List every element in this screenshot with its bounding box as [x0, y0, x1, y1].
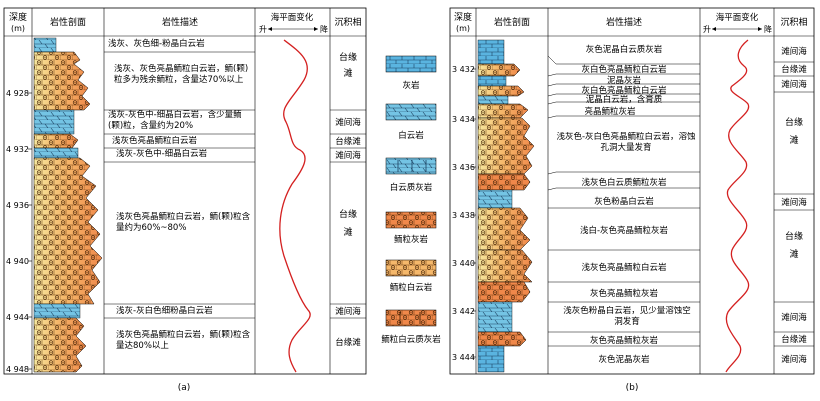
panel-b-header-fall: 降	[764, 24, 772, 34]
panel-a-facies: 台缘滩	[338, 210, 357, 238]
panel-a-depth-axis: 4 928 4 932 4 936 4 940 4 944 4 948	[6, 89, 32, 374]
panel-b-header-profile: 岩性剖面	[494, 16, 530, 28]
legend-label: 鲕粒白云岩	[390, 282, 433, 293]
panel-a-facies: 台缘滩	[335, 136, 361, 147]
panel-a-desc: 浅灰-灰白色细粉晶白云岩	[116, 306, 213, 316]
panel-b-desc: 泥晶灰岩	[607, 75, 642, 86]
panel-a-header-description: 岩性描述	[162, 16, 198, 28]
panel-b-header-sea-level: 海平面变化	[716, 12, 759, 23]
panel-a-facies: 滩间海	[335, 306, 361, 317]
depth-tick: 3 440	[452, 259, 475, 268]
panel-a: 深度 (m) 岩性剖面 岩性描述 海平面变化 升 降 沉积相 4 928 4 9…	[3, 7, 367, 393]
panel-b-desc: 浅灰色-灰白色亮晶鲕粒白云岩，溶蚀孔洞大量发育	[556, 132, 696, 153]
depth-tick: 3 444	[452, 353, 475, 362]
panel-b-desc: 灰色亮晶鲕粒灰岩	[590, 335, 659, 346]
panel-b-desc: 灰色粉晶白云岩	[594, 196, 654, 207]
legend-dolomitic-limestone-swatch	[385, 157, 437, 175]
panel-b-header-depth: 深度	[454, 11, 472, 23]
panel-b: 深度 (m) 岩性剖面 岩性描述 海平面变化 升 降 沉积相 3 432 3 4…	[449, 7, 815, 393]
panel-a-header-depth: 深度	[9, 11, 27, 23]
depth-tick: 3 436	[452, 163, 475, 172]
panel-b-header-description: 岩性描述	[606, 16, 642, 28]
panel-a-desc: 浅灰色亮晶鲕粒白云岩，鲕(颗)粒含量约为60%~80%	[116, 212, 251, 233]
panel-a-header-sea-level: 海平面变化	[271, 12, 314, 23]
panel-b-facies-column: 滩间海 台缘滩 滩间海 台缘滩 滩间海 台缘滩 滩间海 台缘滩 滩间海	[774, 46, 814, 365]
depth-tick: 3 434	[452, 115, 475, 124]
depth-tick: 4 948	[6, 365, 29, 374]
panel-b-desc: 亮晶鲕粒灰岩	[584, 106, 636, 117]
depth-tick: 3 442	[452, 307, 475, 316]
panel-b-facies: 滩间海	[781, 79, 807, 90]
panel-a-desc: 浅灰、灰色亮晶鲕粒白云岩，鲕(颗)粒多为残余鲕粒，含量达70%以上	[114, 64, 249, 85]
panel-b-facies: 滩间海	[781, 46, 807, 57]
panel-a-desc: 浅灰、灰色细-粉晶白云岩	[108, 39, 205, 49]
panel-a-facies: 滩间海	[335, 117, 361, 128]
panel-b-desc: 灰白色亮晶鲕粒白云岩	[581, 85, 667, 96]
panel-a-header-depth-unit: (m)	[11, 24, 25, 33]
panel-a-header-facies: 沉积相	[334, 16, 361, 28]
legend: 灰岩 白云岩 白云质灰岩 鲕粒灰岩 鲕粒白云岩 鲕粒白云质灰岩	[381, 55, 441, 345]
panel-a-description-column: 浅灰、灰色细-粉晶白云岩 浅灰、灰色亮晶鲕粒白云岩，鲕(颗)粒多为残余鲕粒，含量…	[104, 39, 255, 351]
panel-b-desc: 泥晶白云岩，含膏质	[586, 94, 663, 105]
panel-b-header-depth-unit: (m)	[456, 24, 470, 33]
panel-a-desc: 浅灰色亮晶鲕粒白云岩，鲕(颗)粒含量达80%以上	[116, 330, 251, 351]
panel-b-depth-axis: 3 432 3 434 3 436 3 438 3 440 3 442 3 44…	[452, 65, 476, 362]
panel-b-sea-level-curve	[725, 39, 750, 373]
panel-b-header-facies: 沉积相	[780, 16, 807, 28]
panel-b-desc: 浅灰色粉晶白云岩，见少量溶蚀空洞发育	[563, 306, 691, 327]
legend-label: 白云质灰岩	[390, 182, 433, 193]
depth-tick: 4 932	[6, 145, 29, 154]
panel-b-desc: 灰色泥晶白云质灰岩	[586, 44, 663, 55]
panel-a-sea-level-curve	[279, 39, 311, 373]
panel-a-desc: 浅灰-灰色中-细晶白云岩，含少量鲕(颗)粒，含量约为20%	[108, 110, 242, 131]
panel-b-facies: 滩间海	[781, 312, 807, 323]
panel-a-facies: 台缘滩	[338, 53, 357, 79]
panel-b-desc: 灰色亮晶鲕粒灰岩	[590, 288, 659, 299]
legend-dolomite-swatch	[385, 103, 437, 121]
panel-a-desc: 浅灰-灰色中-细晶白云岩	[116, 149, 208, 159]
depth-tick: 4 928	[6, 89, 29, 98]
panel-a-label: (a)	[178, 383, 191, 393]
panel-a-header-fall: 降	[320, 24, 328, 34]
depth-tick: 4 936	[6, 201, 29, 210]
panel-b-facies: 台缘滩	[781, 334, 807, 345]
legend-label: 鲕粒白云质灰岩	[381, 334, 441, 345]
depth-tick: 4 944	[6, 313, 29, 322]
panel-b-desc: 浅灰色亮晶鲕粒白云岩	[581, 262, 667, 273]
depth-tick: 4 940	[6, 257, 29, 266]
panel-b-facies: 台缘滩	[784, 232, 803, 260]
panel-b-header-rise: 升	[703, 25, 711, 34]
panel-b-lithology-column	[477, 39, 535, 373]
panel-a-frame	[3, 7, 367, 375]
panel-a-facies-column: 台缘滩 滩间海 台缘滩 滩间海 台缘滩 滩间海 台缘滩	[330, 53, 366, 348]
panel-a-facies: 滩间海	[335, 150, 361, 161]
panel-b-description-column: 灰色泥晶白云质灰岩 灰白色亮晶鲕粒白云岩 泥晶灰岩 灰白色亮晶鲕粒白云岩 泥晶白…	[547, 44, 700, 365]
panel-b-frame	[449, 7, 815, 375]
legend-label: 灰岩	[402, 80, 420, 91]
legend-label: 白云岩	[398, 130, 424, 141]
panel-a-lithology-column	[33, 37, 103, 373]
depth-tick: 3 432	[452, 65, 475, 74]
legend-limestone-swatch	[385, 55, 437, 73]
panel-b-facies: 滩间海	[781, 354, 807, 365]
panel-b-desc: 灰白色亮晶鲕粒白云岩	[581, 64, 667, 75]
panel-a-header-rise: 升	[259, 25, 267, 34]
panel-b-facies: 台缘滩	[784, 118, 803, 146]
panel-a-desc: 浅灰色亮晶鲕粒白云岩	[112, 136, 198, 146]
panel-a-facies: 台缘滩	[335, 337, 361, 348]
panel-b-facies: 滩间海	[781, 197, 807, 208]
depth-tick: 3 438	[452, 211, 475, 220]
panel-a-header-profile: 岩性剖面	[50, 16, 86, 28]
panel-b-desc: 灰色泥晶灰岩	[598, 354, 650, 365]
panel-b-facies: 台缘滩	[781, 64, 807, 75]
panel-b-label: (b)	[626, 383, 639, 393]
legend-label: 鲕粒灰岩	[394, 234, 429, 245]
panel-b-desc: 浅白-灰色亮晶鲕粒灰岩	[580, 225, 669, 236]
panel-b-desc: 浅灰色白云质鲕粒灰岩	[581, 177, 667, 188]
